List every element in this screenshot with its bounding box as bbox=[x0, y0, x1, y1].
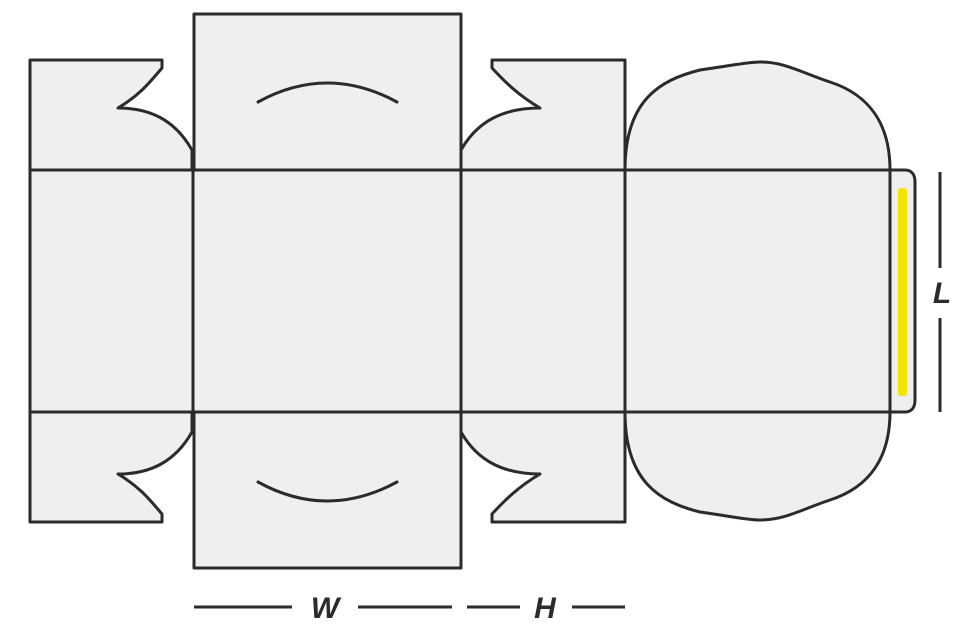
height-label: H bbox=[534, 592, 557, 625]
top-thumb-notch bbox=[256, 81, 399, 104]
left-top-dust-flap bbox=[30, 60, 192, 170]
back-panel bbox=[625, 170, 890, 412]
bottom-tuck-flap-outline bbox=[192, 410, 463, 570]
left-bottom-dust-flap bbox=[30, 412, 192, 522]
top-tuck-flap bbox=[194, 14, 461, 170]
right-bottom-dust-flap bbox=[461, 412, 625, 522]
width-label: W bbox=[311, 592, 342, 625]
bottom-thumb-notch bbox=[256, 480, 399, 503]
length-label: L bbox=[933, 277, 951, 310]
width-dimension: W bbox=[194, 592, 452, 625]
glue-strip bbox=[898, 188, 907, 396]
cut-lines bbox=[28, 12, 917, 570]
right-bottom-dust-flap-outline bbox=[459, 410, 627, 524]
side-panel bbox=[461, 170, 625, 412]
top-tuck-flap-outline bbox=[192, 12, 463, 172]
top-lid-outline bbox=[623, 60, 892, 172]
height-dimension: H bbox=[467, 592, 625, 625]
top-lid-flap bbox=[625, 62, 890, 170]
bottom-lid-outline bbox=[623, 410, 892, 522]
glue-tab-outline bbox=[888, 168, 917, 414]
fold-lines bbox=[30, 150, 892, 432]
bottom-tuck-flap bbox=[194, 412, 461, 568]
right-top-dust-flap bbox=[461, 60, 625, 170]
panel-fills bbox=[30, 14, 915, 568]
left-side-panel bbox=[30, 170, 192, 412]
front-panel bbox=[194, 170, 461, 412]
left-top-dust-flap-outline bbox=[28, 58, 194, 524]
length-dimension: L bbox=[933, 172, 951, 412]
right-top-dust-flap-outline bbox=[459, 58, 627, 172]
bottom-lid-flap bbox=[625, 412, 890, 520]
